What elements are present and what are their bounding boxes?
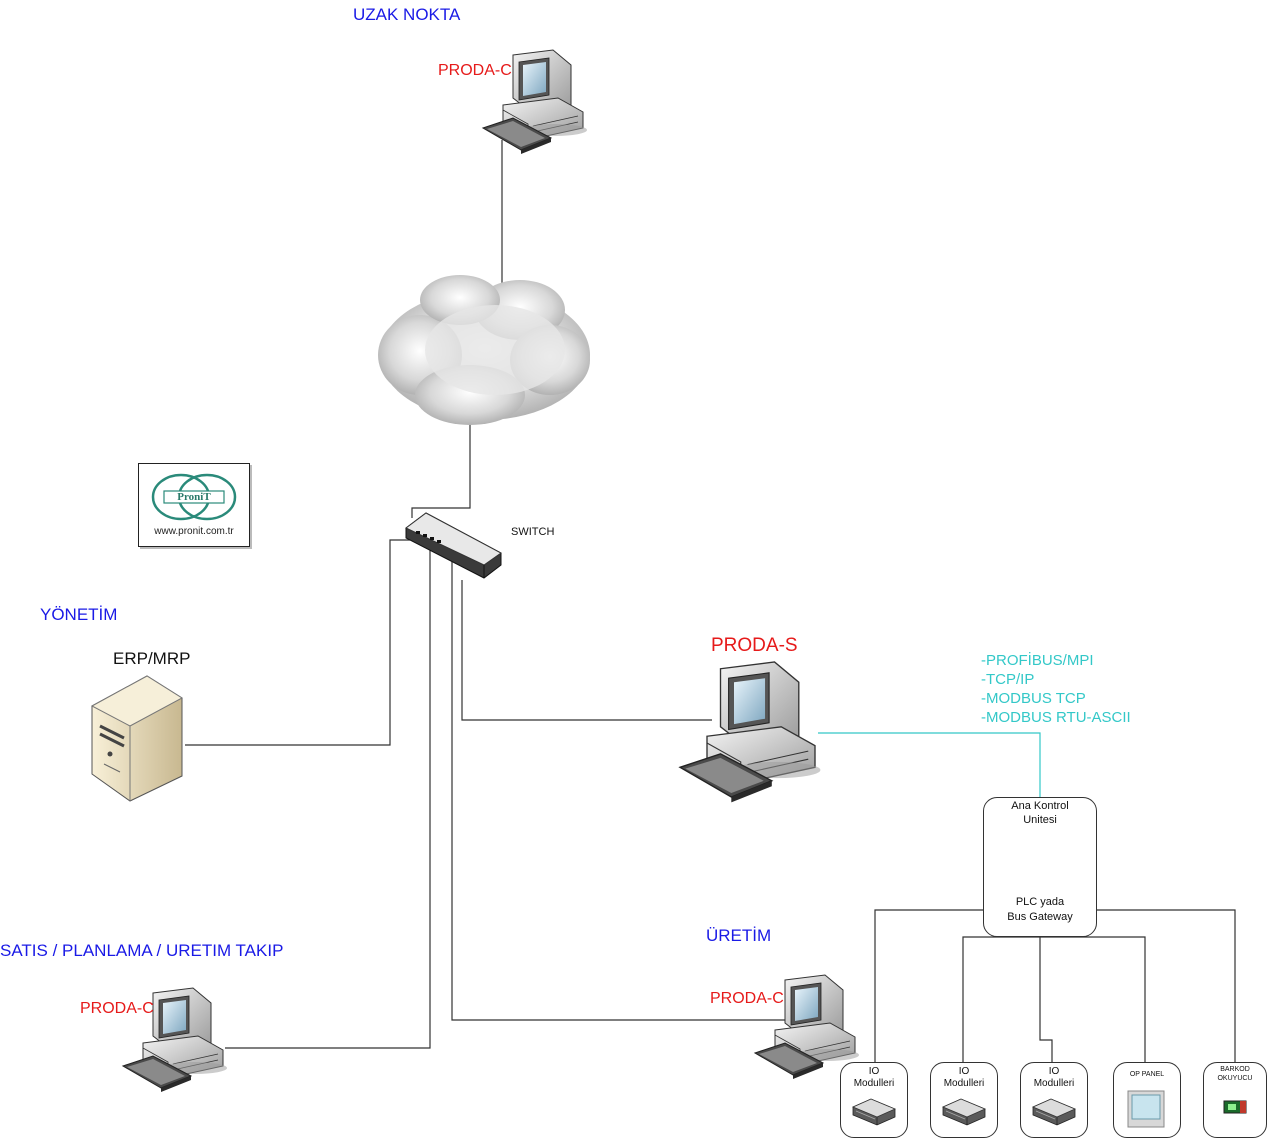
device-label-4a: OP PANEL (1129, 1071, 1165, 1078)
io-module-icon (942, 1098, 986, 1126)
proda-s-label: PRODA-S (711, 635, 798, 656)
device-label-3a: IO (1048, 1066, 1060, 1077)
device-label-1b: Modulleri (853, 1078, 895, 1089)
barcode-reader-icon (1223, 1100, 1247, 1114)
controller-title-1: Ana Kontrol (1011, 800, 1069, 812)
link-proda-s-controller (818, 732, 1041, 798)
io-module-box-1: IO Modulleri (840, 1062, 908, 1138)
io-module-icon (1032, 1098, 1076, 1126)
link-switch-uretim (451, 553, 785, 1021)
remote-site-label: UZAK NOKTA (353, 5, 461, 24)
erp-server-icon (90, 675, 183, 802)
op-panel-box: OP PANEL (1113, 1062, 1181, 1138)
link-cloud-switch (411, 420, 471, 518)
internet-cloud (378, 275, 590, 425)
logo-url: www.pronit.com.tr (154, 526, 234, 537)
device-label-5a: BARKOD (1220, 1066, 1250, 1073)
protocol-modbus-rtu: -MODBUS RTU-ASCII (981, 709, 1131, 726)
erp-label: ERP/MRP (113, 649, 191, 668)
production-pc-label: PRODA-C (710, 990, 784, 1007)
link-bus-left (874, 909, 985, 1068)
controller-sub-1: PLC yada (1015, 896, 1065, 908)
remote-pc-label: PRODA-C (438, 62, 512, 79)
controller-sub-2: Bus Gateway (1007, 911, 1073, 923)
proda-s-pc-icon (679, 661, 822, 804)
io-module-box-3: IO Modulleri (1020, 1062, 1088, 1138)
device-label-2b: Modulleri (943, 1078, 985, 1089)
link-switch-erp (185, 539, 410, 746)
switch-icon (405, 512, 502, 579)
protocol-tcpip: -TCP/IP (981, 671, 1035, 688)
sales-pc-label: PRODA-C (80, 1000, 154, 1017)
link-switch-proda-s (461, 580, 712, 721)
pronit-logo: ProniT www.pronit.com.tr (138, 463, 250, 547)
logo-mark (151, 473, 237, 521)
link-bus-mid (1039, 937, 1053, 1062)
device-label-5b: OKUYUCU (1217, 1075, 1253, 1082)
link-bus-right (1095, 909, 1236, 1062)
logo-text: ProniT (177, 491, 211, 503)
protocol-profibus: -PROFİBUS/MPI (981, 652, 1094, 669)
switch-label: SWITCH (511, 526, 555, 538)
controller-title-2: Unitesi (1023, 814, 1057, 826)
protocol-modbus-tcp: -MODBUS TCP (981, 690, 1086, 707)
production-label: ÜRETİM (706, 926, 772, 945)
link-bus-io2 (962, 936, 1146, 1068)
barcode-reader-box: BARKOD OKUYUCU (1203, 1062, 1267, 1138)
io-module-box-2: IO Modulleri (930, 1062, 998, 1138)
io-module-icon (852, 1098, 896, 1126)
device-label-2a: IO (958, 1066, 970, 1077)
device-label-3b: Modulleri (1033, 1078, 1075, 1089)
management-label: YÖNETİM (40, 605, 118, 624)
sales-label: SATIS / PLANLAMA / URETIM TAKIP (0, 941, 284, 960)
main-controller-box: Ana Kontrol Unitesi PLC yada Bus Gateway (983, 797, 1097, 937)
device-label-1a: IO (868, 1066, 880, 1077)
link-switch-satis (225, 548, 431, 1049)
op-panel-icon (1127, 1090, 1165, 1128)
